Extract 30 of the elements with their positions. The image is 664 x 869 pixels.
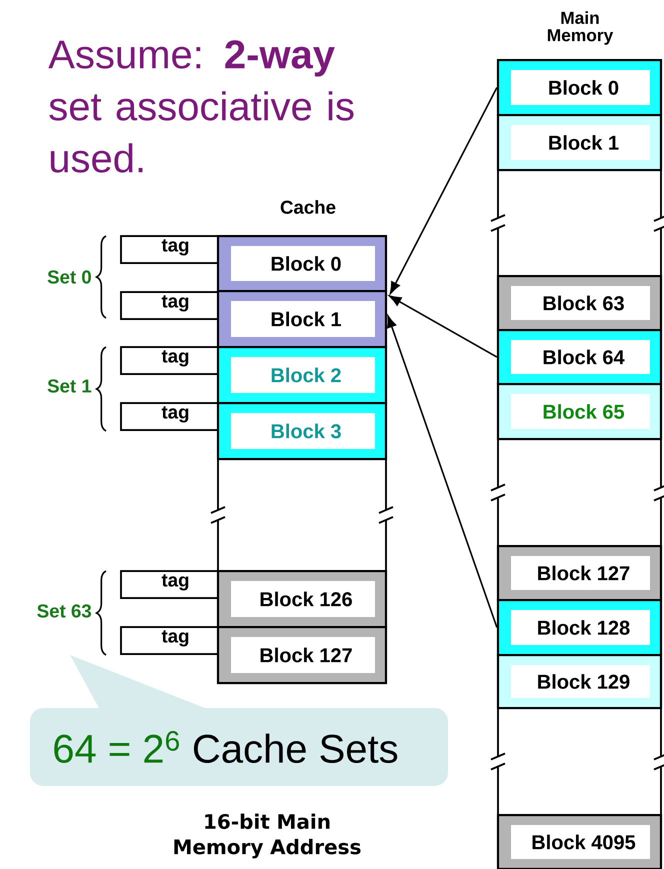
tag-box: tag bbox=[120, 626, 219, 655]
tag-box: tag bbox=[120, 235, 219, 264]
arrow bbox=[389, 295, 498, 358]
arrow bbox=[390, 87, 498, 294]
memory-block: Block 63 bbox=[496, 274, 662, 332]
memory-block: Block 0 bbox=[216, 234, 388, 292]
memory-block: Block 0 bbox=[496, 58, 662, 116]
tag-box: tag bbox=[120, 402, 219, 431]
title: Assume: 2-way set associative is used. bbox=[48, 40, 354, 173]
memory-block: Block 65 bbox=[496, 382, 662, 440]
memory-block: Block 64 bbox=[496, 328, 662, 386]
memory-block: Block 127 bbox=[216, 626, 388, 684]
memory-block: Block 3 bbox=[216, 402, 388, 460]
arrow bbox=[387, 316, 498, 628]
set-label: Set 63 bbox=[37, 604, 92, 618]
memory-block: Block 4095 bbox=[496, 814, 662, 869]
memory-block: Block 128 bbox=[496, 598, 662, 656]
set-label: Set 0 bbox=[48, 270, 91, 284]
address-label: 16-bit Main Memory Address bbox=[174, 814, 360, 858]
memory-block: Block 1 bbox=[216, 290, 388, 348]
memory-block: Block 129 bbox=[496, 654, 662, 710]
tag-box: tag bbox=[120, 570, 219, 599]
tag-box: tag bbox=[120, 346, 219, 375]
set-label: Set 1 bbox=[48, 379, 92, 393]
tag-box: tag bbox=[120, 291, 219, 320]
memory-block: Block 1 bbox=[496, 114, 662, 172]
memory-block: Block 126 bbox=[216, 570, 388, 628]
memory-block: Block 2 bbox=[216, 346, 388, 404]
column-heading: Cache bbox=[280, 200, 336, 214]
memory-block: Block 127 bbox=[496, 544, 662, 602]
